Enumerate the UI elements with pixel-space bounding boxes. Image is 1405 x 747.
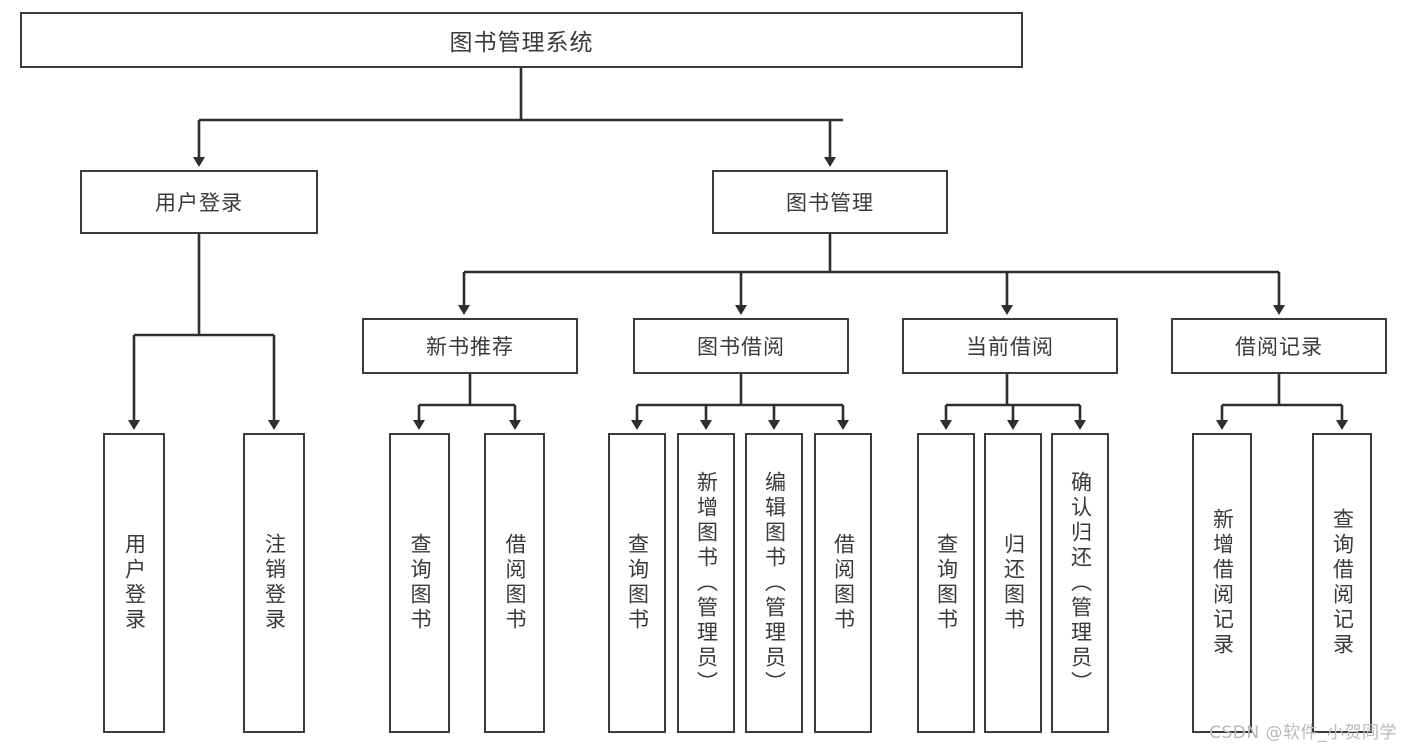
node-leaf-query-book-3-label: 查询图书 — [934, 533, 959, 633]
node-leaf-add-borrow-record[interactable]: 新增借阅记录 — [1192, 433, 1252, 733]
node-book-management-label: 图书管理 — [786, 191, 874, 215]
node-root-label: 图书管理系统 — [449, 30, 594, 56]
node-leaf-edit-book-label: 编辑图书（管理员） — [762, 470, 787, 696]
node-borrow-record-label: 借阅记录 — [1235, 335, 1323, 359]
node-leaf-query-borrow-record-label: 查询借阅记录 — [1330, 508, 1355, 658]
node-current-borrow-label: 当前借阅 — [966, 335, 1054, 359]
node-leaf-user-login-label: 用户登录 — [122, 533, 147, 633]
node-leaf-edit-book[interactable]: 编辑图书（管理员） — [745, 433, 803, 733]
node-book-borrow[interactable]: 图书借阅 — [633, 318, 849, 374]
node-leaf-add-borrow-record-label: 新增借阅记录 — [1210, 508, 1235, 658]
watermark: CSDN @软件_小贺同学 — [1209, 723, 1397, 743]
node-leaf-query-book-2-label: 查询图书 — [625, 533, 650, 633]
node-leaf-borrow-book-2[interactable]: 借阅图书 — [814, 433, 872, 733]
node-borrow-record[interactable]: 借阅记录 — [1171, 318, 1387, 374]
node-new-book-recommend-label: 新书推荐 — [426, 335, 514, 359]
node-leaf-return-book-label: 归还图书 — [1001, 533, 1026, 633]
node-leaf-query-book-1-label: 查询图书 — [408, 533, 432, 633]
node-leaf-confirm-return-label: 确认归还（管理员） — [1068, 470, 1093, 696]
node-user-login-label: 用户登录 — [155, 191, 243, 215]
node-leaf-add-book-label: 新增图书（管理员） — [694, 470, 719, 696]
node-book-management[interactable]: 图书管理 — [712, 170, 948, 234]
node-leaf-borrow-book-2-label: 借阅图书 — [831, 533, 856, 633]
node-leaf-confirm-return[interactable]: 确认归还（管理员） — [1051, 433, 1109, 733]
node-leaf-query-book-2[interactable]: 查询图书 — [608, 433, 666, 733]
node-leaf-user-logout-label: 注销登录 — [262, 533, 287, 633]
node-leaf-user-login[interactable]: 用户登录 — [103, 433, 165, 733]
node-leaf-query-book-3[interactable]: 查询图书 — [917, 433, 975, 733]
node-leaf-add-book[interactable]: 新增图书（管理员） — [677, 433, 735, 733]
node-leaf-borrow-book-1[interactable]: 借阅图书 — [484, 433, 545, 733]
node-current-borrow[interactable]: 当前借阅 — [902, 318, 1118, 374]
node-leaf-borrow-book-1-label: 借阅图书 — [503, 533, 527, 633]
node-user-login[interactable]: 用户登录 — [80, 170, 318, 234]
node-leaf-return-book[interactable]: 归还图书 — [984, 433, 1042, 733]
node-leaf-query-borrow-record[interactable]: 查询借阅记录 — [1312, 433, 1372, 733]
node-new-book-recommend[interactable]: 新书推荐 — [362, 318, 578, 374]
node-root[interactable]: 图书管理系统 — [20, 12, 1023, 68]
node-leaf-user-logout[interactable]: 注销登录 — [243, 433, 305, 733]
node-book-borrow-label: 图书借阅 — [697, 335, 785, 359]
node-leaf-query-book-1[interactable]: 查询图书 — [389, 433, 450, 733]
